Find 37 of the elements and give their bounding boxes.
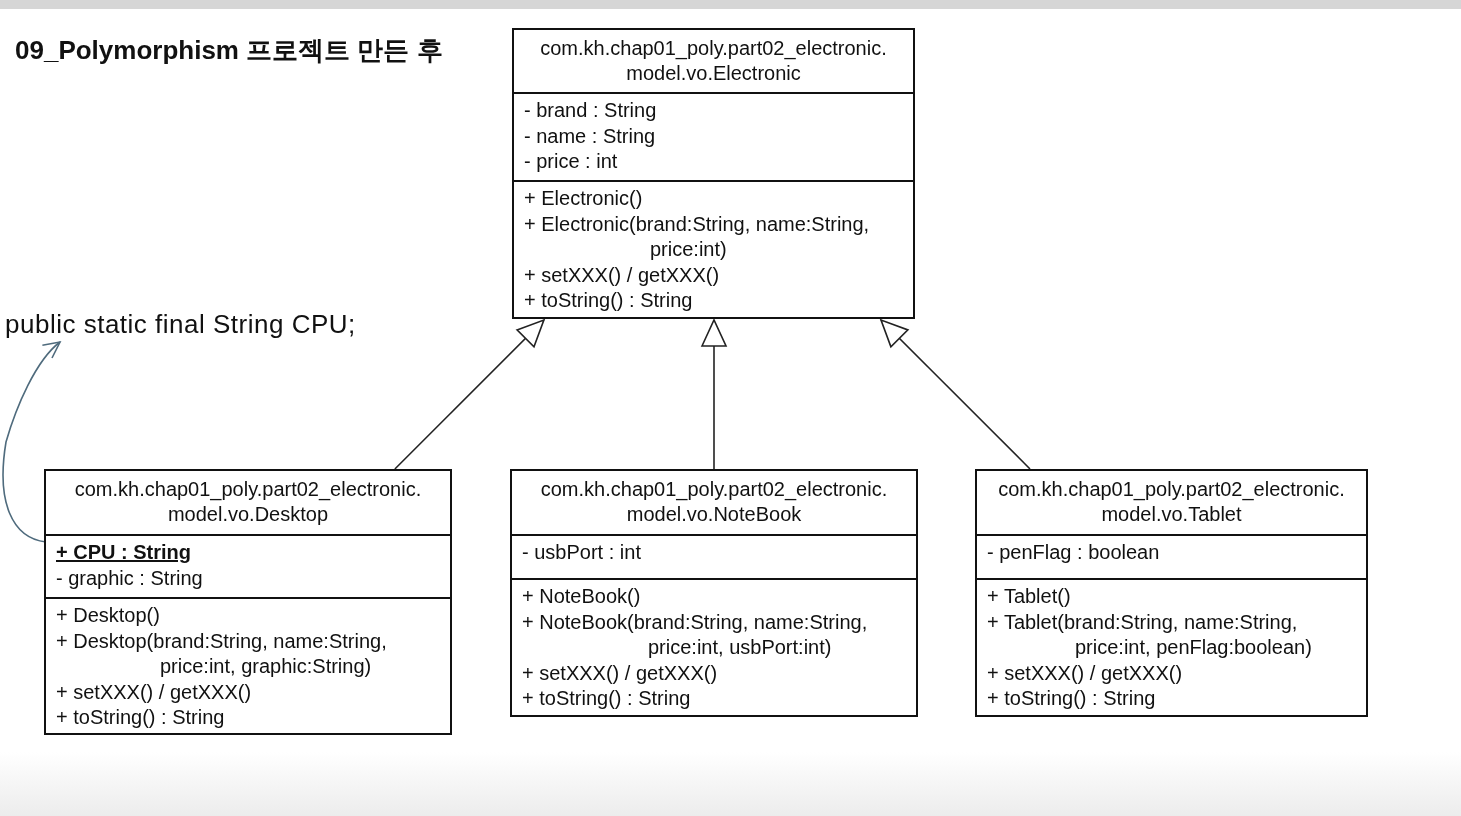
method-text: + setXXX() / getXXX() xyxy=(987,660,1184,686)
title: 09_Polymorphism 프로젝트 만든 후 xyxy=(15,34,443,67)
class-name: com.kh.chap01_poly.part02_electronic. model.vo.Desktop xyxy=(73,477,423,527)
attribute-text: - penFlag : boolean xyxy=(987,540,1161,565)
class-box xyxy=(975,469,1368,717)
inheritance-arrow xyxy=(394,319,545,470)
class-box xyxy=(44,469,452,735)
method-text: + NoteBook(brand:String, name:String, price:int, usbPort:int) xyxy=(522,609,869,660)
attribute-text: - usbPort : int xyxy=(522,540,642,565)
class-name: com.kh.chap01_poly.part02_electronic. model.vo.Electronic xyxy=(539,36,888,86)
attribute-text: - name : String xyxy=(524,123,657,149)
method-text: + toString() : String xyxy=(56,705,226,730)
annotation-arrow xyxy=(2,341,61,543)
attribute-text: - brand : String xyxy=(524,98,658,123)
attribute-text: - price : int xyxy=(524,149,619,174)
attribute-text: - graphic : String xyxy=(56,565,204,591)
code-text: public static final String CPU; xyxy=(5,309,356,340)
method-text: + Electronic() xyxy=(524,186,644,211)
method-text: + toString() : String xyxy=(522,686,692,711)
method-text: + toString() : String xyxy=(524,288,694,313)
method-text: + setXXX() / getXXX() xyxy=(56,679,253,705)
class-name: com.kh.chap01_poly.part02_electronic. model.vo.NoteBook xyxy=(539,477,889,527)
method-text: + Tablet() xyxy=(987,584,1072,609)
inheritance-arrow xyxy=(880,319,1031,470)
class-name: com.kh.chap01_poly.part02_electronic. model.vo.Tablet xyxy=(997,477,1346,527)
method-text: + Desktop(brand:String, name:String, price:int, graphic:String) xyxy=(56,628,388,679)
method-text: + toString() : String xyxy=(987,686,1157,711)
class-box xyxy=(512,28,915,319)
method-text: + Electronic(brand:String, name:String, price:int) xyxy=(524,211,871,262)
method-text: + Desktop() xyxy=(56,603,161,628)
method-text: + setXXX() / getXXX() xyxy=(522,660,719,686)
inheritance-arrow xyxy=(701,319,727,470)
method-text: + Tablet(brand:String, name:String, price:int, penFlag:boolean) xyxy=(987,609,1313,660)
method-text: + NoteBook() xyxy=(522,584,642,609)
attribute-text: + CPU : String xyxy=(56,540,192,565)
class-box xyxy=(510,469,918,717)
method-text: + setXXX() / getXXX() xyxy=(524,262,721,288)
